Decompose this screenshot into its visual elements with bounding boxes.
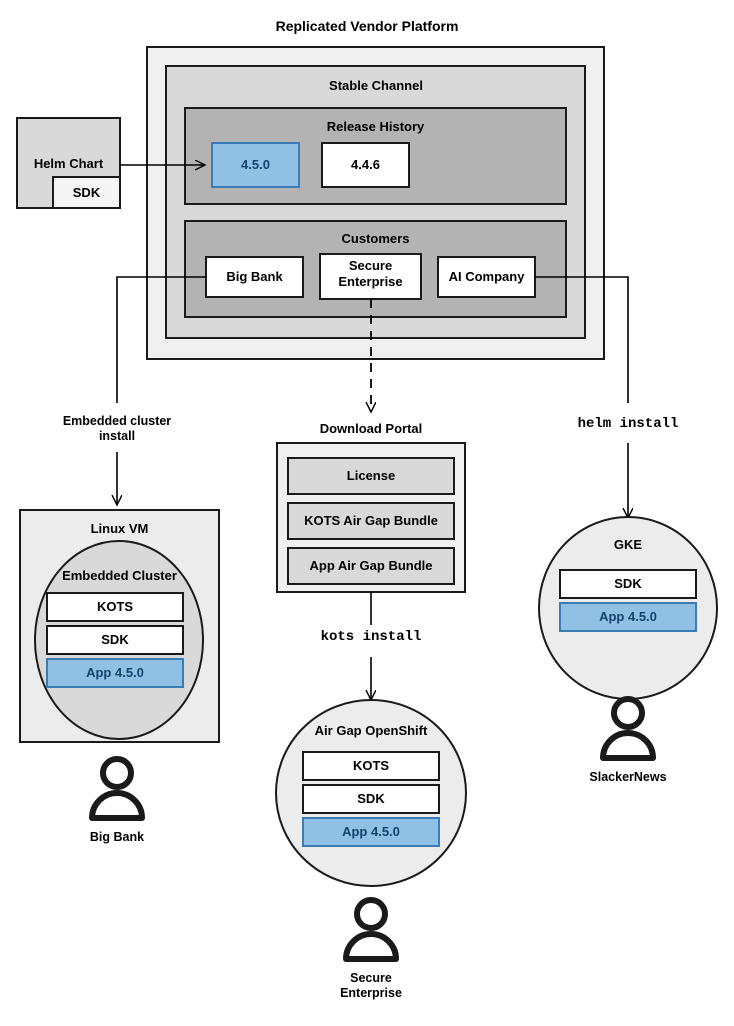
openshift-component-sdk[interactable] — [302, 784, 440, 814]
openshift-component-app[interactable] — [302, 817, 440, 847]
persona-icon-big-bank — [89, 756, 145, 821]
customer-box-secure-enterprise[interactable] — [319, 253, 422, 300]
artifact-box-app-air-gap-bundle[interactable] — [287, 547, 455, 585]
linux-vm-component-sdk[interactable] — [46, 625, 184, 655]
connector-bigbank-left — [116, 276, 206, 403]
artifact-box-license[interactable] — [287, 457, 455, 495]
connector-aicompany-right — [535, 276, 629, 403]
gke-component-app[interactable] — [559, 602, 697, 632]
artifact-box-kots-air-gap-bundle[interactable] — [287, 502, 455, 540]
release-box-450[interactable] — [211, 142, 300, 188]
persona-icon-slackernews — [600, 696, 656, 761]
openshift-component-kots[interactable] — [302, 751, 440, 781]
customer-box-big-bank[interactable] — [205, 256, 304, 298]
linux-vm-component-app[interactable] — [46, 658, 184, 688]
release-box-446[interactable] — [321, 142, 410, 188]
gke-component-sdk[interactable] — [559, 569, 697, 599]
customer-box-ai-company[interactable] — [437, 256, 536, 298]
persona-icon-secure-enterprise — [343, 897, 399, 962]
linux-vm-component-kots[interactable] — [46, 592, 184, 622]
helm-chart-sdk-box[interactable] — [52, 176, 121, 209]
